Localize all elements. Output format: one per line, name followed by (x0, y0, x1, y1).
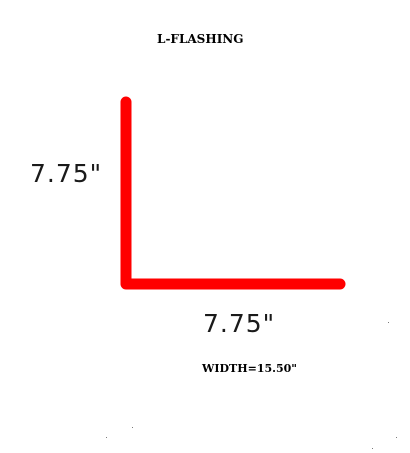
speck-mark (396, 437, 397, 438)
speck-mark (106, 437, 107, 438)
total-width-label: WIDTH=15.50" (202, 362, 298, 375)
speck-mark (372, 448, 373, 449)
speck-mark (388, 322, 389, 323)
diagram-title: L-FLASHING (157, 32, 244, 46)
l-flashing-profile (120, 96, 346, 290)
horizontal-leg-dimension: 7.75" (203, 309, 276, 338)
speck-mark (132, 427, 133, 428)
vertical-leg-dimension: 7.75" (30, 159, 103, 188)
